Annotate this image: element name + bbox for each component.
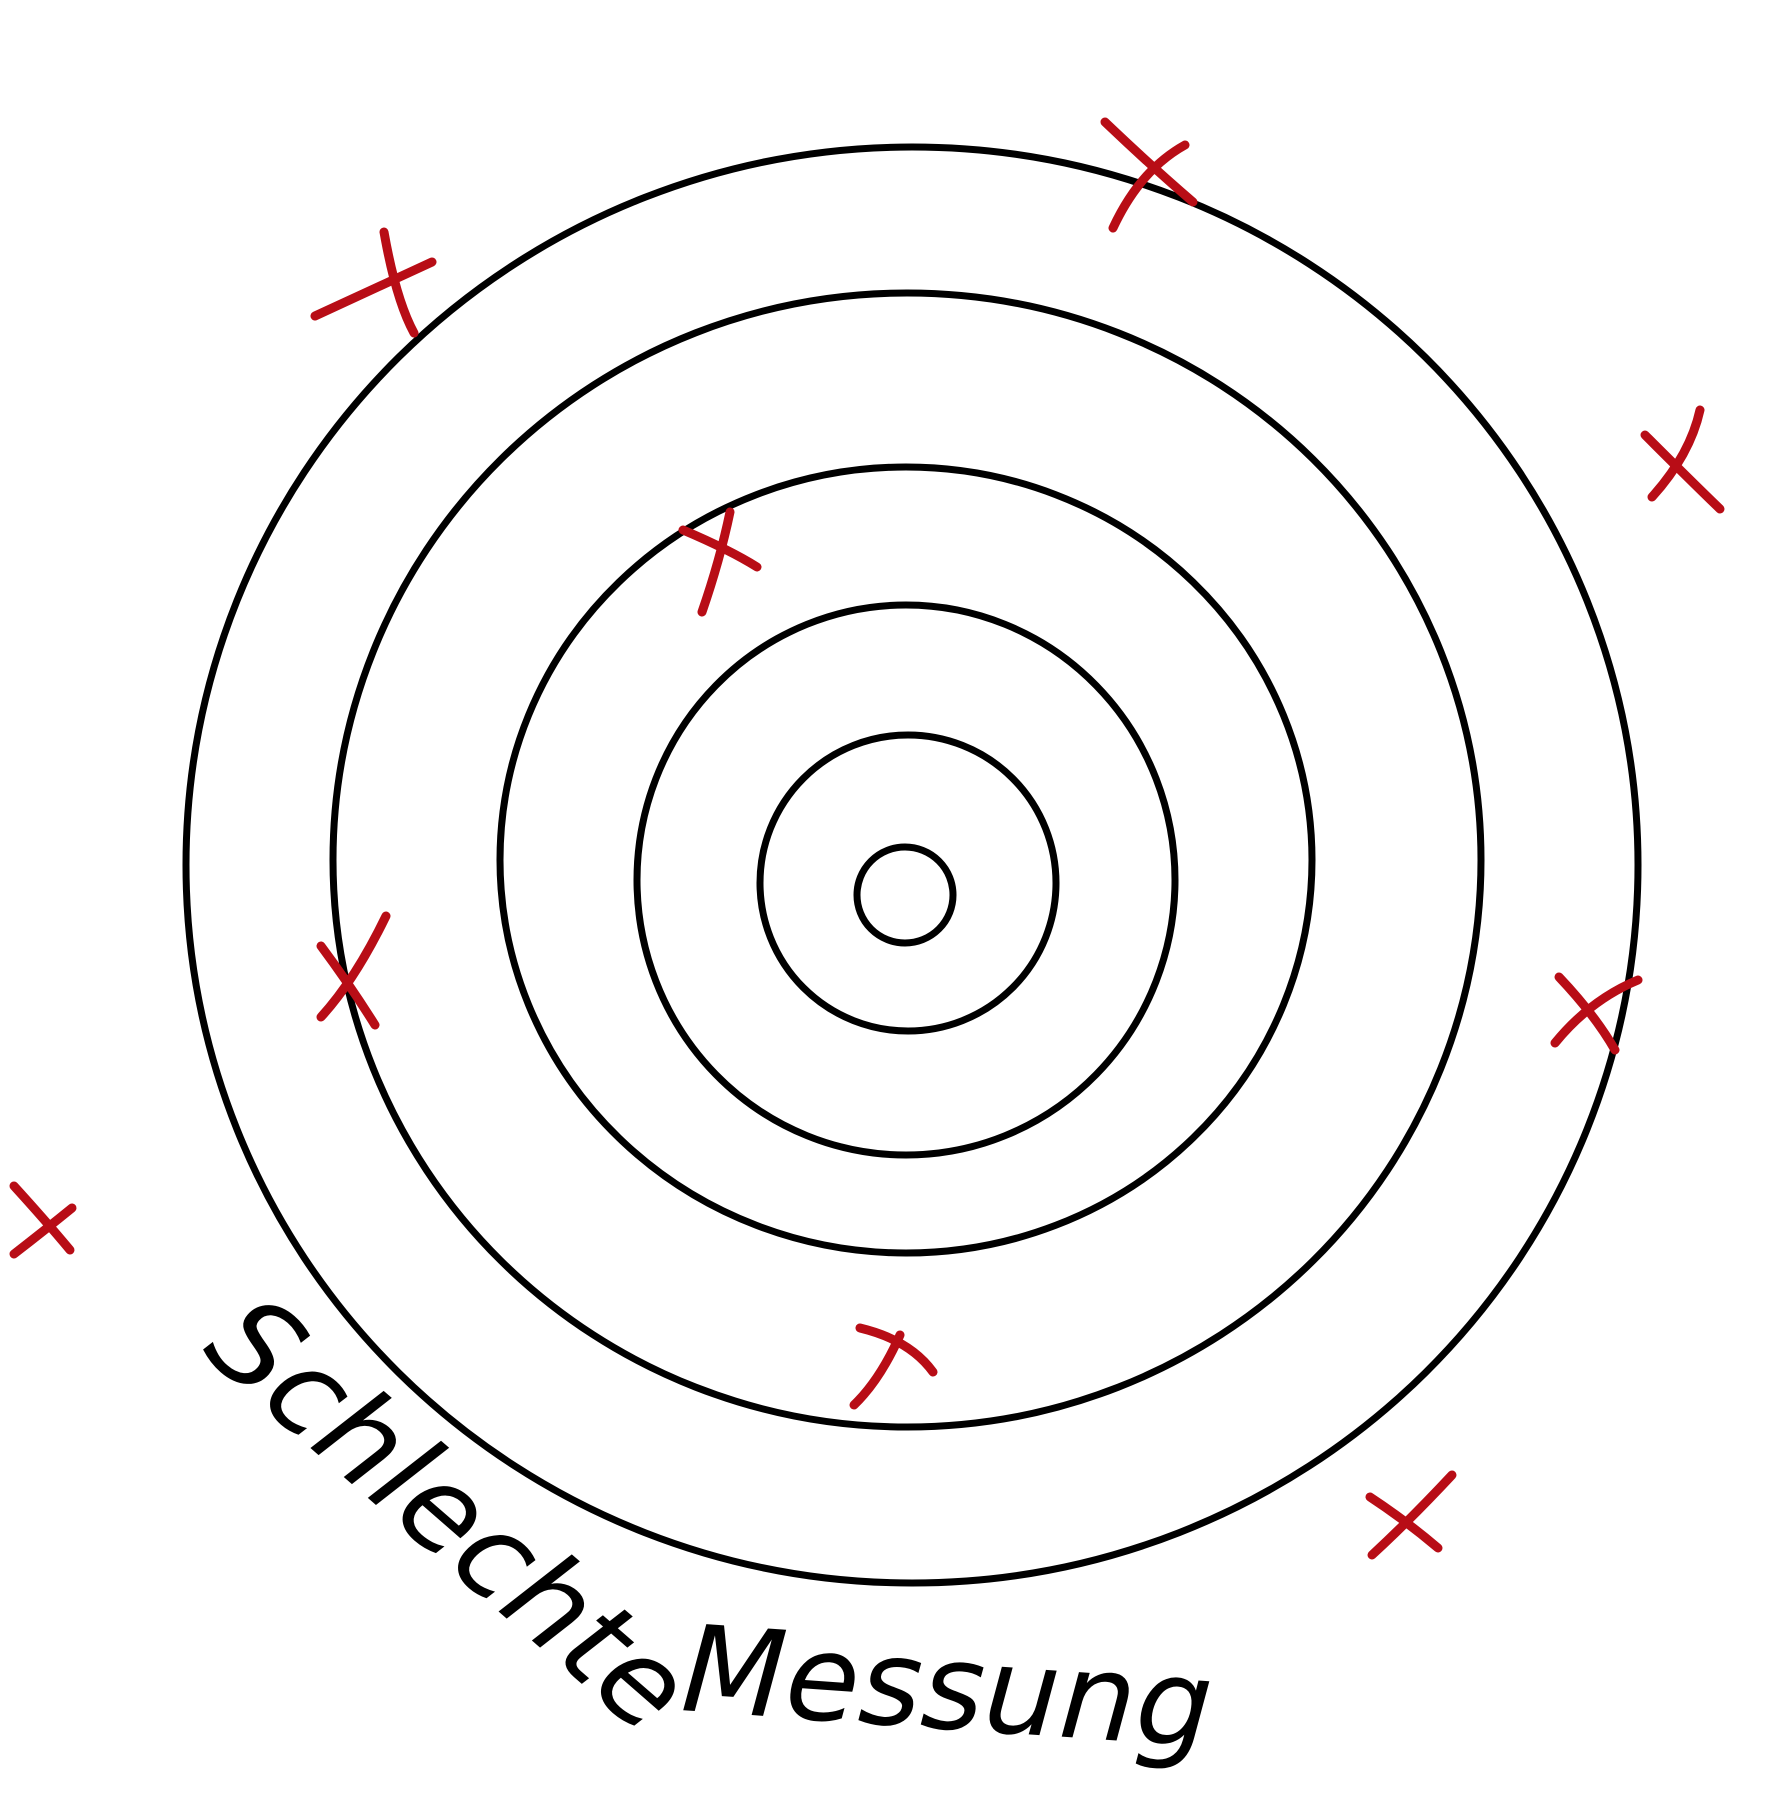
bullseye [853, 843, 957, 947]
mark-right-lower [1550, 972, 1643, 1055]
caption-word-1: Schlechte [181, 1269, 716, 1760]
mark-right-upper [1640, 405, 1725, 514]
target-rings [182, 143, 1642, 1587]
caption-word-2: Messung [678, 1600, 1217, 1776]
mark-left [316, 911, 391, 1030]
ring-3 [496, 463, 1316, 1257]
ring-outer [182, 143, 1642, 1587]
ring-5 [756, 731, 1060, 1035]
mark-inner [678, 507, 762, 617]
caption: Schlechte Messung [181, 1269, 1217, 1776]
mark-bottom-right [1365, 1470, 1457, 1560]
mark-top [1100, 117, 1198, 233]
mark-top-left [310, 227, 437, 338]
ring-4 [633, 601, 1179, 1159]
mark-bottom [849, 1323, 938, 1410]
mark-far-left [9, 1181, 77, 1259]
ring-2 [329, 289, 1485, 1431]
measurement-marks [9, 117, 1725, 1560]
